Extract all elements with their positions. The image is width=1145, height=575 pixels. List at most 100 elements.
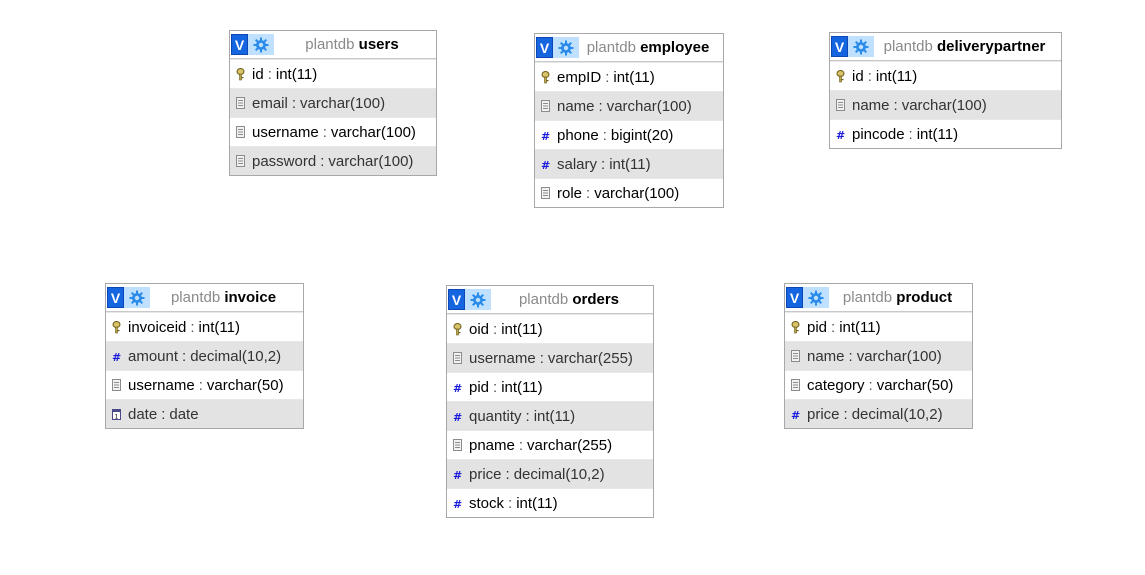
column-row[interactable]: username:varchar(50) (106, 370, 303, 399)
column-type: decimal(10,2) (190, 347, 282, 365)
column-type: varchar(100) (328, 152, 414, 170)
svg-text:1: 1 (114, 413, 118, 420)
table-users[interactable]: V plantdb users id:int(11) email:varchar… (229, 30, 437, 176)
column-row[interactable]: #price:decimal(10,2) (447, 459, 653, 488)
column-row[interactable]: #pincode:int(11) (830, 119, 1061, 148)
toggle-v-icon[interactable]: V (231, 34, 248, 55)
toggle-v-icon[interactable]: V (831, 36, 848, 57)
column-type: varchar(50) (876, 376, 954, 394)
toggle-v-icon[interactable]: V (107, 287, 124, 308)
column-row[interactable]: id:int(11) (830, 61, 1061, 90)
table-name: users (358, 36, 399, 53)
column-row[interactable]: #phone:bigint(20) (535, 120, 723, 149)
column-row[interactable]: category:varchar(50) (785, 370, 972, 399)
column-row[interactable]: id:int(11) (230, 59, 436, 88)
table-header[interactable]: V plantdb product (785, 284, 972, 312)
column-row[interactable]: #stock:int(11) (447, 488, 653, 517)
column-row[interactable]: pid:int(11) (785, 312, 972, 341)
column-name: empID (557, 68, 602, 86)
column-row[interactable]: #amount:decimal(10,2) (106, 341, 303, 370)
table-title: plantdb invoice (150, 289, 303, 306)
column-type: varchar(255) (547, 349, 633, 367)
number-icon: # (111, 349, 121, 363)
column-name: id (252, 65, 264, 83)
table-header[interactable]: V plantdb invoice (106, 284, 303, 312)
column-row[interactable]: empID:int(11) (535, 62, 723, 91)
column-row[interactable]: oid:int(11) (447, 314, 653, 343)
column-name: date (128, 405, 158, 423)
column-row[interactable]: pname:varchar(255) (447, 430, 653, 459)
column-type: varchar(255) (527, 436, 613, 454)
number-icon: # (540, 128, 550, 142)
column-name: username (128, 376, 195, 394)
column-row[interactable]: password:varchar(100) (230, 146, 436, 175)
column-type: int(11) (533, 407, 576, 425)
number-icon: # (540, 157, 550, 171)
column-type: int(11) (609, 155, 651, 173)
toggle-v-icon[interactable]: V (536, 37, 553, 58)
column-row[interactable]: name:varchar(100) (535, 91, 723, 120)
key-icon (835, 69, 845, 83)
text-icon (452, 351, 462, 365)
text-icon (790, 378, 800, 392)
column-name: pincode (852, 125, 905, 143)
text-icon (452, 438, 462, 452)
table-header[interactable]: V plantdb orders (447, 286, 653, 314)
column-row[interactable]: username:varchar(255) (447, 343, 653, 372)
key-icon (790, 320, 800, 334)
database-name: plantdb (305, 36, 355, 53)
column-type: varchar(100) (594, 184, 680, 202)
column-type: int(11) (916, 125, 959, 143)
gear-icon[interactable] (848, 36, 874, 57)
column-name: pname (469, 436, 515, 454)
text-icon (540, 186, 550, 200)
number-icon: # (452, 380, 462, 394)
column-row[interactable]: name:varchar(100) (785, 341, 972, 370)
svg-text:#: # (453, 411, 462, 422)
column-row[interactable]: email:varchar(100) (230, 88, 436, 117)
column-name: username (469, 349, 536, 367)
text-icon (235, 154, 245, 168)
key-icon (452, 322, 462, 336)
database-name: plantdb (842, 289, 893, 306)
column-type: int(11) (613, 68, 655, 86)
column-row[interactable]: #quantity:int(11) (447, 401, 653, 430)
table-invoice[interactable]: V plantdb invoice invoiceid:int(11) #amo… (105, 283, 304, 429)
toggle-v-icon[interactable]: V (786, 287, 803, 308)
column-row[interactable]: invoiceid:int(11) (106, 312, 303, 341)
svg-text:#: # (453, 469, 462, 480)
table-header[interactable]: V plantdb users (230, 31, 436, 59)
key-icon (540, 70, 550, 84)
column-row[interactable]: name:varchar(100) (830, 90, 1061, 119)
column-type: varchar(100) (856, 347, 942, 365)
gear-icon[interactable] (553, 37, 579, 58)
database-name: plantdb (586, 39, 636, 56)
column-type: decimal(10,2) (851, 405, 943, 423)
gear-icon[interactable] (248, 34, 274, 55)
toggle-v-icon[interactable]: V (448, 289, 465, 310)
column-row[interactable]: #pid:int(11) (447, 372, 653, 401)
column-type: varchar(50) (206, 376, 284, 394)
number-icon: # (452, 467, 462, 481)
table-header[interactable]: V plantdb deliverypartner (830, 33, 1061, 61)
column-name: role (557, 184, 583, 202)
column-row[interactable]: role:varchar(100) (535, 178, 723, 207)
text-icon (540, 99, 550, 113)
gear-icon[interactable] (803, 287, 829, 308)
table-header[interactable]: V plantdb employee (535, 34, 723, 62)
key-icon (235, 67, 245, 81)
table-deliverypartner[interactable]: V plantdb deliverypartner id:int(11) nam… (829, 32, 1062, 149)
column-name: quantity (469, 407, 522, 425)
table-product[interactable]: V plantdb product pid:int(11) name:varch… (784, 283, 973, 429)
gear-icon[interactable] (124, 287, 150, 308)
column-name: email (252, 94, 288, 112)
column-row[interactable]: username:varchar(100) (230, 117, 436, 146)
column-row[interactable]: #salary:int(11) (535, 149, 723, 178)
table-name: deliverypartner (937, 38, 1046, 55)
table-employee[interactable]: V plantdb employee empID:int(11) name:va… (534, 33, 724, 208)
text-icon (111, 378, 121, 392)
gear-icon[interactable] (465, 289, 491, 310)
column-row[interactable]: #price:decimal(10,2) (785, 399, 972, 428)
table-orders[interactable]: V plantdb orders oid:int(11) username:va… (446, 285, 654, 518)
